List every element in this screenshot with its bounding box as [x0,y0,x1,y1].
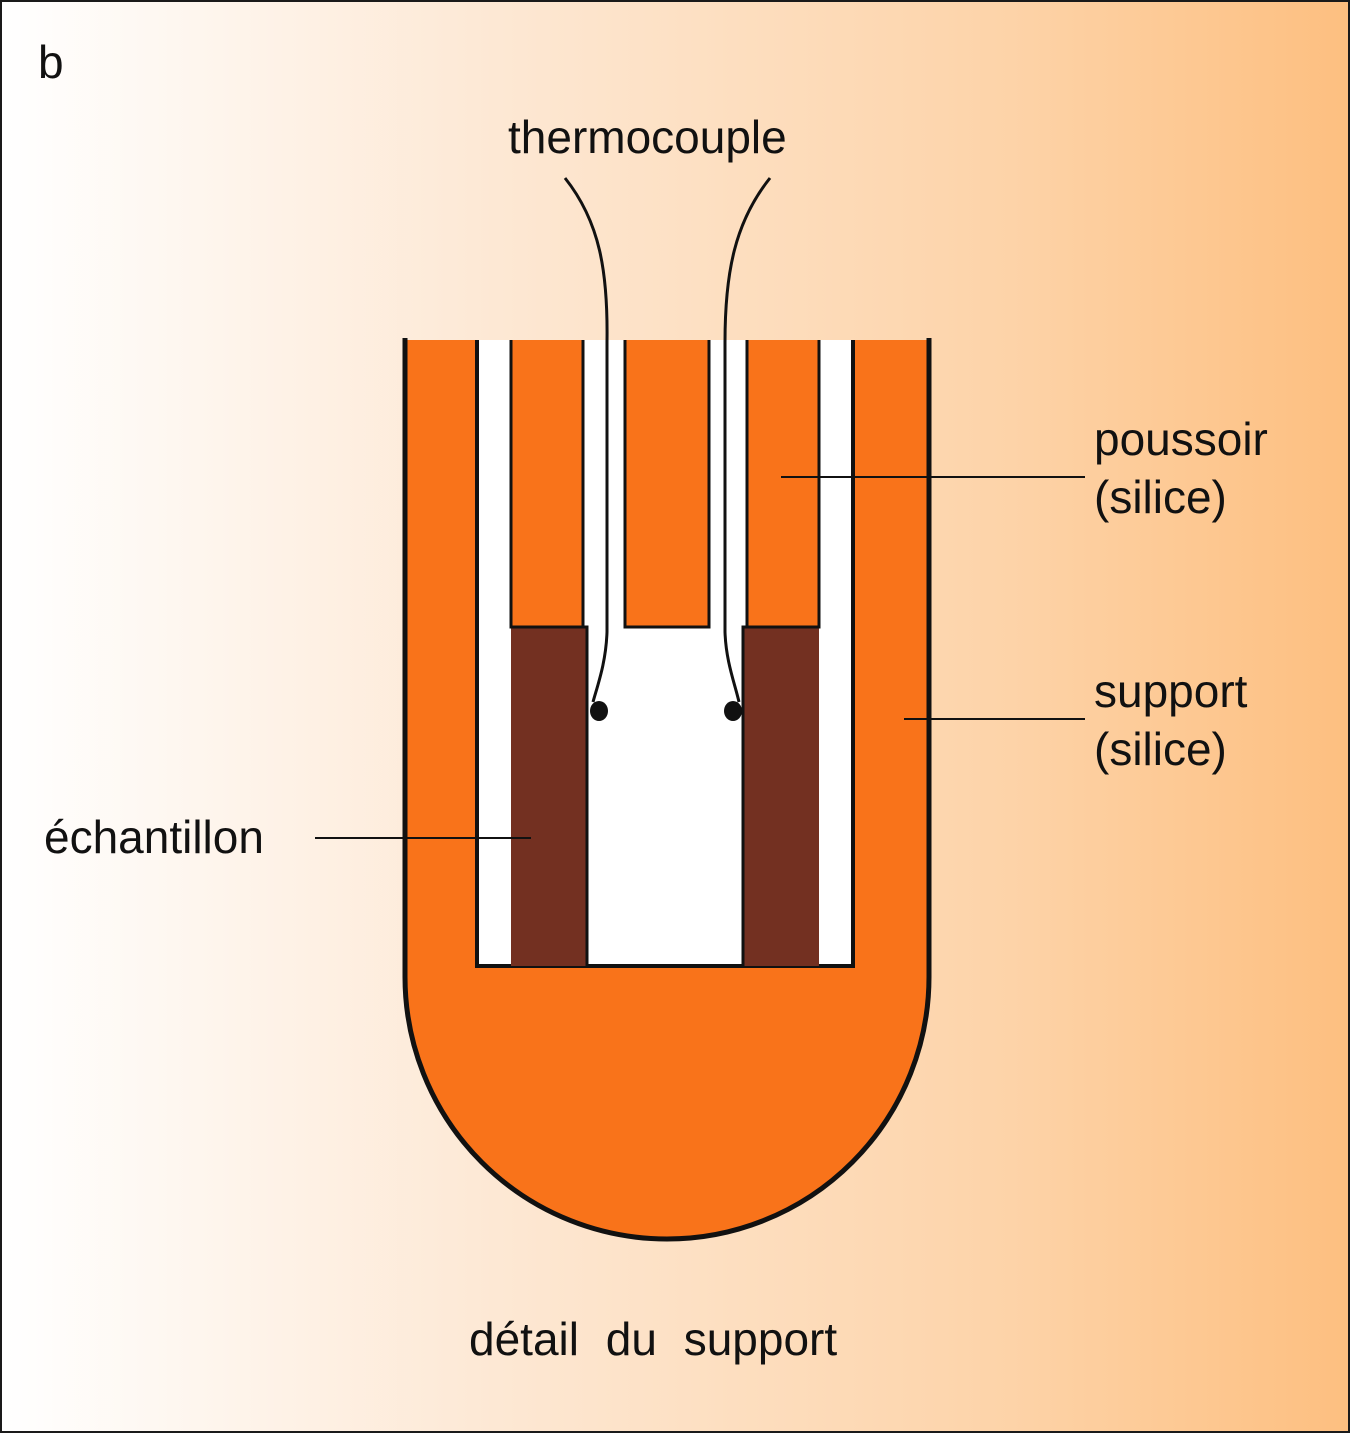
thermocouple-wire-right [723,177,772,703]
echantillon-label: échantillon [44,811,264,863]
thermocouple-wire-left [563,177,609,703]
poussoir-label-line1: poussoir [1094,413,1268,465]
poussoir-label-line2: (silice) [1094,471,1227,523]
pusher-center-column [625,340,709,627]
sample-right [743,627,819,966]
panel-letter: b [38,36,64,88]
thermocouple-junction-right [724,701,742,721]
thermocouple-label: thermocouple [508,111,787,163]
caption: détail du support [469,1313,838,1365]
pusher-right-column [747,340,819,627]
sample-left [511,627,587,966]
bore-outline [475,340,855,968]
support-label-line2: (silice) [1094,723,1227,775]
support-outline [402,338,932,1242]
sample-outline [511,625,819,966]
pusher-left-column [511,340,583,627]
support-label-line1: support [1094,665,1248,717]
thermocouple-junction-left [590,701,608,721]
